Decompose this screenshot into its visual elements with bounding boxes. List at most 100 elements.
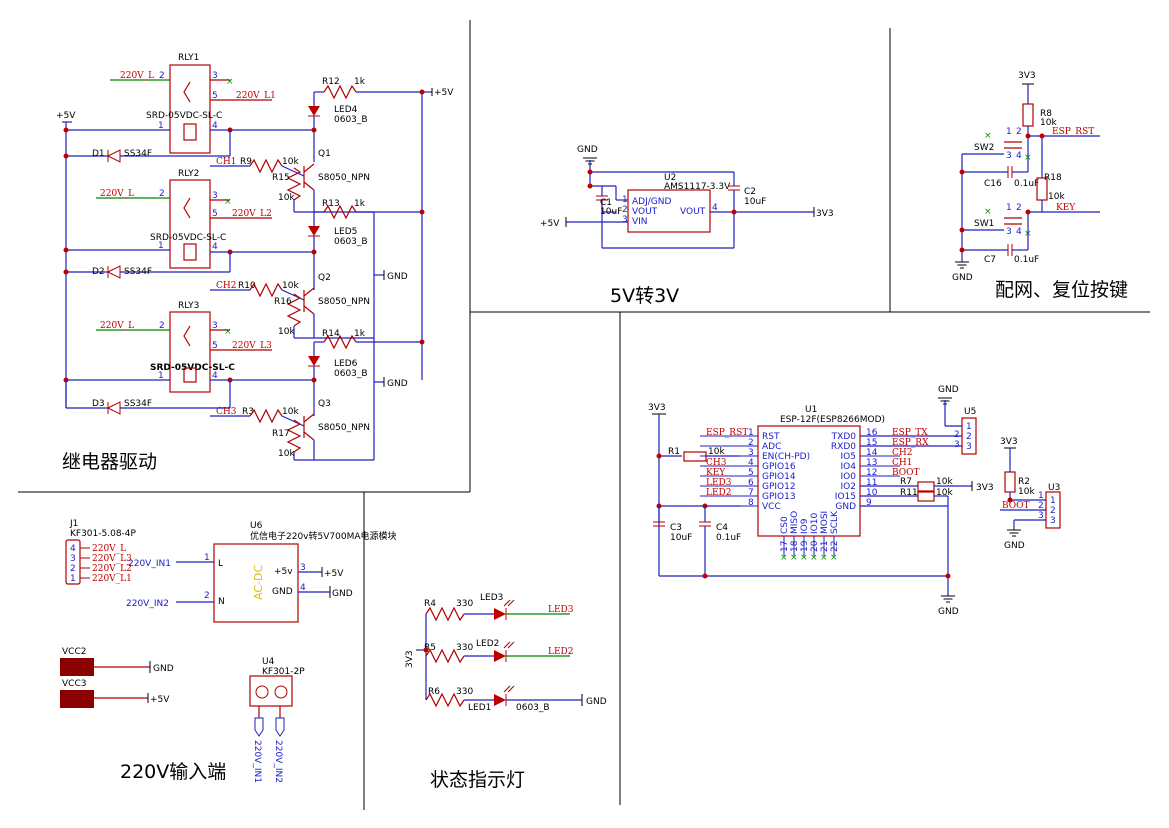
r7-ref: R7	[900, 477, 912, 487]
c1-ref: C1	[600, 198, 612, 208]
relay1-pin2: 2	[159, 71, 165, 81]
esp-3v3-r7: 3V3	[976, 483, 994, 493]
esp-left-pin-net: LED3	[706, 478, 732, 488]
j1-net-label: 220V_L	[92, 544, 126, 554]
vcc3-ref: VCC3	[62, 679, 86, 689]
j1-pin4-label: 4	[70, 544, 76, 554]
u3-pin1: 1	[1050, 496, 1056, 506]
esp-right-pin-num: 16	[866, 428, 878, 438]
relay-drive-circuit: +5V +5V GND GND RLY1 SRD-05VDC-SL-C 220V…	[56, 53, 454, 461]
r2-ref: R2	[1018, 477, 1030, 487]
r1-value: 10k	[708, 447, 725, 457]
u6-pin2: 2	[204, 591, 210, 601]
ch2-net: CH2	[216, 281, 236, 291]
esp-bottom-pin-num: 17	[780, 541, 790, 552]
u2-vout-right: VOUT	[680, 207, 706, 217]
relay1-pin1: 1	[158, 121, 164, 131]
q3-part: S8050_NPN	[318, 423, 370, 433]
u6-gnd-pin: GND	[272, 587, 293, 597]
esp-right-pin-name: IO15	[835, 492, 856, 502]
relay2-ref: RLY2	[178, 169, 199, 179]
q3-ref: Q3	[318, 399, 331, 409]
sw1-pin1: 1	[1006, 203, 1012, 213]
section-dividers	[18, 20, 1150, 810]
u5-ref: U5	[964, 407, 976, 417]
sw2-pin1: 1	[1006, 127, 1012, 137]
esp-3v3-label: 3V3	[648, 403, 666, 413]
u2-vin-pin: VIN	[632, 217, 648, 227]
esp-left-pin-net: KEY	[706, 468, 726, 478]
diode3-part: SS34F	[124, 399, 152, 409]
esp-right-pin-num: 12	[866, 468, 877, 478]
r18-value: 10k	[1048, 192, 1065, 202]
input-circuit: J1 KF301-5.08-4P 4 3 2 1 220V_L220V_L322…	[60, 519, 397, 783]
esp-right-pin-name: IO0	[841, 472, 857, 482]
c3-ref: C3	[670, 523, 682, 533]
u3-3v3-label: 3V3	[1000, 437, 1018, 447]
u6-l-pin: L	[218, 559, 223, 569]
esp-left-pin-name: EN(CH-PD)	[762, 452, 810, 462]
vcc2-ref: VCC2	[62, 647, 86, 657]
relay-section-title: 继电器驱动	[62, 451, 157, 473]
u4-ref: U4	[262, 657, 275, 667]
relay3-pin2: 2	[159, 321, 165, 331]
relay1-pin3: 3	[212, 71, 218, 81]
leds-gnd-net: GND	[586, 697, 607, 707]
relay1-output-net: 220V_L1	[236, 91, 276, 101]
r15-value: 10k	[278, 193, 295, 203]
c4-ref: C4	[716, 523, 728, 533]
led5-package: 0603_B	[334, 237, 368, 247]
u6-gnd-net: GND	[332, 589, 353, 599]
relay3-input-net: 220V_L	[100, 321, 134, 331]
ldo-gnd-label: GND	[577, 145, 598, 155]
c4-value: 0.1uF	[716, 533, 741, 543]
u6-acdc-label: AC-DC	[252, 565, 265, 600]
r12-value: 1k	[354, 77, 366, 87]
esp-left-pin-name: VCC	[762, 502, 781, 512]
relay2-pin5: 5	[212, 209, 218, 219]
u6-n-pin: N	[218, 597, 225, 607]
diode2-ref: D2	[92, 267, 105, 277]
relay2-pin2: 2	[159, 189, 165, 199]
esp-bottom-nc-mark: ×	[800, 553, 808, 563]
u5-pin1: 1	[966, 422, 972, 432]
esp-left-pin-num: 8	[748, 498, 754, 508]
esp-right-pin-net: CH1	[892, 458, 912, 468]
esp-right-pin-name: TXD0	[831, 432, 857, 442]
r13-ref: R13	[322, 199, 340, 209]
vcc2-pad	[60, 658, 94, 676]
relay2-pin4: 4	[212, 242, 218, 252]
u5-pin2: 2	[966, 432, 972, 442]
r5-ref: R5	[424, 643, 436, 653]
r3-ref: R3	[242, 407, 254, 417]
r12-ref: R12	[322, 77, 340, 87]
q1-ref: Q1	[318, 149, 331, 159]
j1-pin2-label: 2	[70, 564, 76, 574]
leds-circuit: 3V3 R4 330 LED3 LED3 R5 330 LED2 LED2 R6…	[405, 593, 607, 713]
r16-value: 10k	[278, 327, 295, 337]
u3-pin3-left: 3	[1038, 511, 1044, 521]
j1-ref: J1	[69, 519, 78, 529]
r6-value: 330	[456, 687, 473, 697]
u2-part: AMS1117-3.3V	[664, 182, 731, 192]
u2-ref: U2	[664, 173, 676, 183]
relay1-input-net: 220V_L	[120, 71, 154, 81]
esp-right-pin-num: 13	[866, 458, 877, 468]
diode1-ref: D1	[92, 149, 105, 159]
r9-ref: R9	[240, 157, 252, 167]
c16-ref: C16	[984, 179, 1002, 189]
r4-value: 330	[456, 599, 473, 609]
u3-header	[1045, 491, 1061, 529]
relay3-ref: RLY3	[178, 301, 199, 311]
esp-right-pin-num: 14	[866, 448, 878, 458]
c3-value: 10uF	[670, 533, 692, 543]
vcc2-gnd-net: GND	[153, 664, 174, 674]
esp12f-body	[757, 425, 861, 537]
esp-right-pin-name: IO5	[841, 452, 856, 462]
btn-3v3-label: 3V3	[1018, 71, 1036, 81]
